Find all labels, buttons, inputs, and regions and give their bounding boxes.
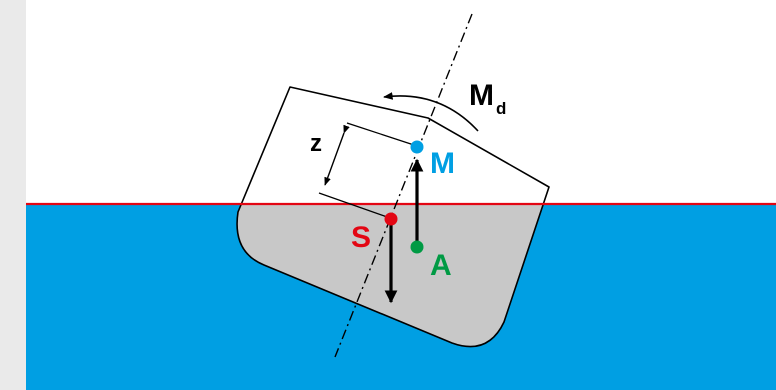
center-of-gravity-point <box>384 212 398 226</box>
distance-z-label: z <box>310 130 322 157</box>
z-extension-bottom <box>318 192 391 219</box>
moment-arc-arrow <box>383 92 479 132</box>
moment-subscript-label: d <box>496 99 506 118</box>
metacenter-point <box>410 140 424 154</box>
center-of-gravity-label: S <box>351 221 371 254</box>
hull-outline <box>236 86 550 348</box>
moment-label: M <box>469 79 494 112</box>
z-dimension-arrow <box>324 124 350 186</box>
ship-axis-line <box>334 13 473 358</box>
z-extension-top <box>346 122 418 147</box>
metacenter-label: M <box>430 147 455 180</box>
center-of-buoyancy-label: A <box>430 249 452 282</box>
center-of-buoyancy-point <box>410 240 424 254</box>
